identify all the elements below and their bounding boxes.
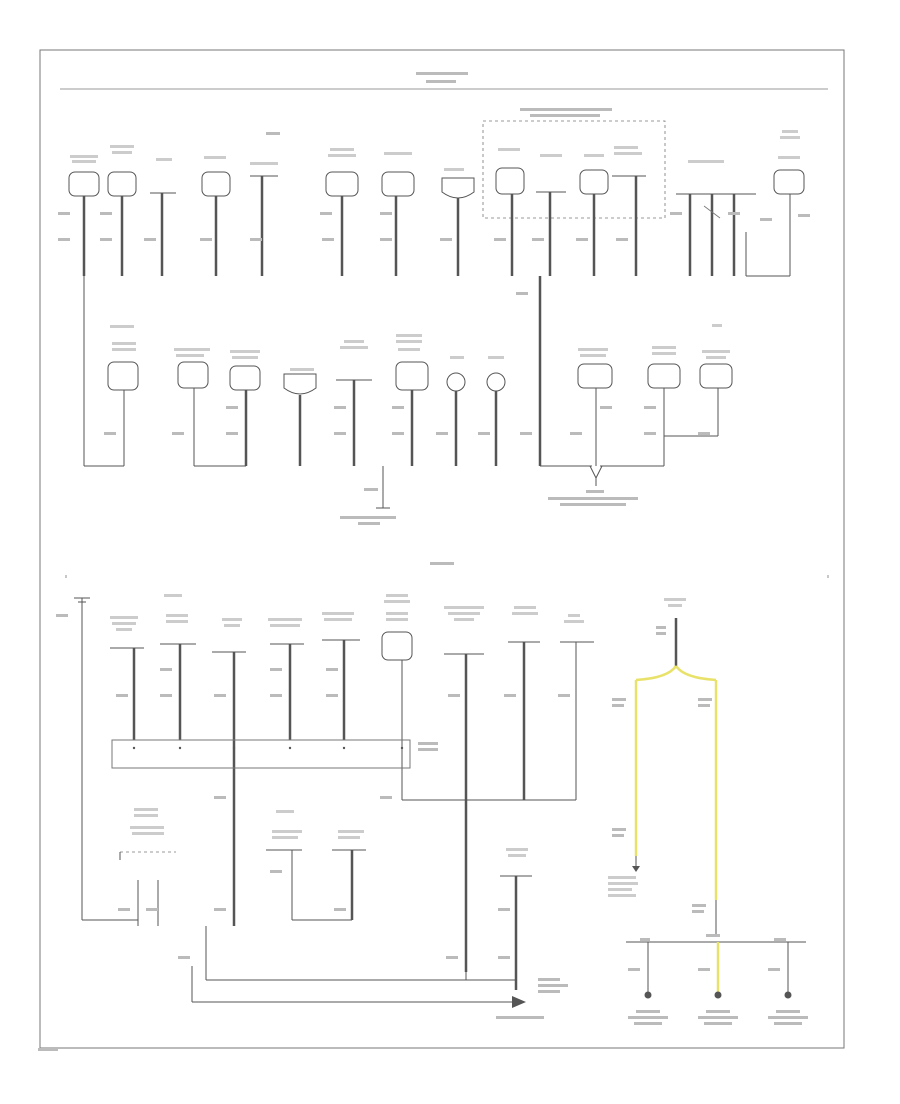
component-11 bbox=[579, 154, 609, 276]
component-2 bbox=[107, 145, 137, 276]
ground-symbol-left bbox=[56, 597, 90, 920]
component-m5 bbox=[336, 340, 372, 466]
ground-label-g1 bbox=[548, 490, 638, 506]
ground-junction-g1 bbox=[589, 465, 603, 480]
ground-label-bottom bbox=[496, 978, 568, 1019]
engine-harness-dashed-box bbox=[482, 120, 666, 219]
component-1 bbox=[68, 155, 100, 276]
title-block bbox=[416, 72, 468, 83]
splice-bottom-right bbox=[626, 934, 808, 1025]
component-b4 bbox=[268, 618, 304, 740]
component-m9 bbox=[577, 348, 613, 466]
component-m11 bbox=[664, 324, 733, 437]
component-b10 bbox=[82, 808, 176, 926]
ground-point-3 bbox=[784, 991, 792, 999]
component-m4 bbox=[283, 368, 317, 466]
component-b6 bbox=[381, 594, 413, 800]
component-b2 bbox=[160, 594, 196, 740]
component-b1 bbox=[110, 616, 144, 740]
component-5 bbox=[250, 162, 278, 276]
component-b3 bbox=[212, 618, 246, 926]
ground-splice-center bbox=[340, 466, 396, 525]
component-b12 bbox=[292, 830, 366, 921]
component-m10 bbox=[647, 346, 681, 466]
diagram-border bbox=[39, 49, 845, 1049]
component-8 bbox=[441, 168, 475, 276]
component-m7 bbox=[446, 356, 466, 466]
component-b11 bbox=[266, 810, 302, 920]
ground-arrow-bottom bbox=[512, 996, 526, 1008]
component-m6 bbox=[395, 334, 429, 466]
component-10 bbox=[536, 154, 566, 276]
component-7 bbox=[381, 152, 415, 276]
connector-pins bbox=[132, 746, 404, 750]
wire-labels-top bbox=[58, 212, 810, 241]
component-b8 bbox=[508, 606, 540, 800]
component-9 bbox=[495, 148, 525, 276]
ground-point-1 bbox=[644, 991, 652, 999]
bottom-section bbox=[56, 562, 829, 1025]
component-m2 bbox=[174, 348, 246, 467]
component-m1 bbox=[83, 276, 139, 467]
middle-section bbox=[83, 276, 733, 525]
component-b13 bbox=[500, 848, 532, 990]
component-6 bbox=[325, 148, 359, 276]
component-14 bbox=[745, 130, 805, 277]
component-12 bbox=[612, 146, 646, 276]
connector-block bbox=[111, 739, 411, 769]
component-m8 bbox=[486, 356, 506, 466]
component-b7 bbox=[444, 606, 484, 972]
component-4 bbox=[201, 156, 231, 276]
ground-point-2 bbox=[714, 991, 722, 999]
wire-labels-middle bbox=[104, 406, 710, 435]
battery-ground bbox=[608, 598, 718, 936]
component-3 bbox=[150, 158, 176, 276]
component-b9 bbox=[560, 614, 594, 800]
top-section bbox=[58, 108, 810, 277]
wire-labels-bottom bbox=[116, 668, 570, 959]
component-b5 bbox=[322, 612, 360, 740]
component-13 bbox=[676, 160, 756, 276]
component-m3 bbox=[229, 350, 261, 466]
